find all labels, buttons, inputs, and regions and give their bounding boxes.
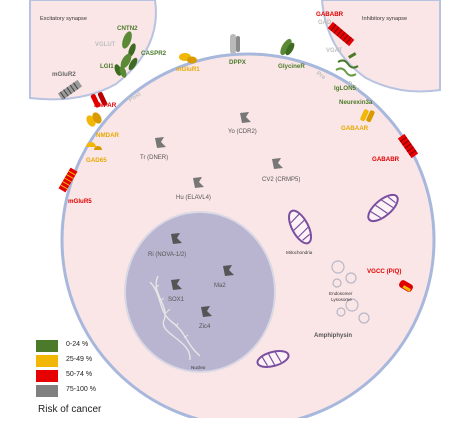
- caspr2-label: CASPR2: [141, 50, 167, 57]
- endosome-label-line1: Endosome/: [329, 291, 353, 296]
- cntn2-protein-icon: [122, 31, 136, 57]
- legend-label: 50-74 %: [66, 371, 93, 378]
- mitochondria-label: Mitochondria: [286, 250, 313, 255]
- mglur5-label: mGluR5: [68, 198, 92, 205]
- sox1-antigen-icon: [171, 279, 182, 290]
- dna-strand-icon: [149, 275, 201, 361]
- lgi1-protein-icon: [114, 64, 127, 78]
- vgcc-label: VGCC (P/Q): [367, 268, 401, 275]
- excitatory-synapse-label: Excitatory synapse: [40, 16, 87, 22]
- sox1-label: SOX1: [168, 297, 185, 303]
- mitochondrion-1-icon: [287, 209, 313, 245]
- mitochondrion-2-icon: [367, 193, 399, 223]
- ampar-receptor-icon: [90, 92, 108, 108]
- legend-swatch-gray: [36, 385, 58, 397]
- ampar-label: AMPAR: [94, 102, 117, 109]
- caspr2-protein-icon: [120, 53, 138, 71]
- cntn2-label: CNTN2: [117, 25, 138, 32]
- ma2-antigen-icon: [223, 265, 234, 276]
- cv2-antigen-icon: [272, 158, 283, 169]
- gad65-label: GAD65: [86, 157, 107, 164]
- gad-pre-label: GAD: [318, 20, 332, 26]
- endosome-label-line2: Lysosome: [331, 297, 352, 302]
- amphiphysin-label: Amphiphysin: [314, 333, 352, 339]
- nmdar-receptor-icon: [86, 112, 102, 127]
- yo-antigen-icon: [240, 112, 251, 123]
- neurexin-label: Neurexin3a: [339, 99, 373, 106]
- legend-swatch-green: [36, 340, 58, 352]
- tr-antigen-icon: [155, 137, 166, 148]
- ri-label: Ri (NOVA-1/2): [148, 252, 186, 258]
- legend-label: 25-49 %: [66, 356, 93, 363]
- inhibitory-presynaptic-terminal: [320, 0, 441, 93]
- excitatory-presynaptic-terminal: [29, 0, 157, 101]
- post-left-label: Post: [128, 92, 142, 104]
- nucleus-icon: [124, 211, 276, 373]
- mglur2-label: mGluR2: [52, 71, 76, 78]
- yo-label: Yo (CDR2): [228, 129, 257, 135]
- cv2-label: CV2 (CRMP5): [262, 177, 300, 183]
- glycine-receptor-icon: [280, 38, 295, 56]
- ri-antigen-icon: [171, 233, 182, 244]
- inhibitory-synapse-label: Inhibitory synapse: [362, 16, 407, 22]
- dppx-label: DPPX: [229, 59, 247, 66]
- mglur2-receptor-icon: [57, 79, 83, 101]
- gabaar-receptor-icon: [360, 109, 375, 123]
- vgcc-channel-icon: [399, 280, 413, 292]
- lgi1-label: LGI1: [100, 63, 114, 70]
- mglur1-label: mGluR1: [176, 66, 200, 73]
- dppx-protein-icon: [230, 34, 240, 54]
- mitochondrion-3-icon: [256, 350, 290, 368]
- pre-right-label: Pre: [315, 71, 327, 82]
- legend-swatch-yellow: [36, 355, 58, 367]
- nucleus-label: Nucleo: [191, 365, 206, 370]
- tr-label: Tr (DNER): [140, 155, 168, 161]
- hu-label: Hu (ELAVL4): [176, 195, 211, 201]
- legend-label: 0-24 %: [66, 341, 89, 348]
- gababr-top-label: GABABR: [316, 11, 344, 18]
- gabaar-label: GABAAR: [341, 125, 369, 132]
- hu-antigen-icon: [193, 177, 204, 188]
- endosome-icon: [331, 260, 370, 324]
- legend-swatch-red: [36, 370, 58, 382]
- vglut-label: VGLUT: [95, 42, 116, 48]
- gababr-right-receptor-icon: [397, 133, 419, 159]
- mglur5-receptor-icon: [58, 167, 78, 193]
- gababr-top-receptor-icon: [327, 21, 355, 47]
- iglon5-protein-icon: [335, 52, 359, 77]
- zic4-antigen-icon: [201, 306, 212, 317]
- gad65-protein-icon: [86, 142, 102, 150]
- iglon5-label: IgLON5: [334, 85, 357, 92]
- mglur1-receptor-icon: [179, 53, 197, 64]
- legend-label: 75-100 %: [66, 386, 96, 393]
- zic4-label: Zic4: [199, 324, 211, 330]
- glycine-label: GlycineR: [278, 63, 305, 70]
- legend-title: Risk of cancer: [38, 404, 102, 415]
- risk-legend: 0-24 % 25-49 % 50-74 % 75-100 % Risk of …: [30, 338, 170, 416]
- vgat-label: VGAT: [326, 48, 343, 54]
- gababr-right-label: GABABR: [372, 156, 400, 163]
- ma2-label: Ma2: [214, 283, 226, 289]
- nmdar-label: NMDAR: [96, 132, 120, 139]
